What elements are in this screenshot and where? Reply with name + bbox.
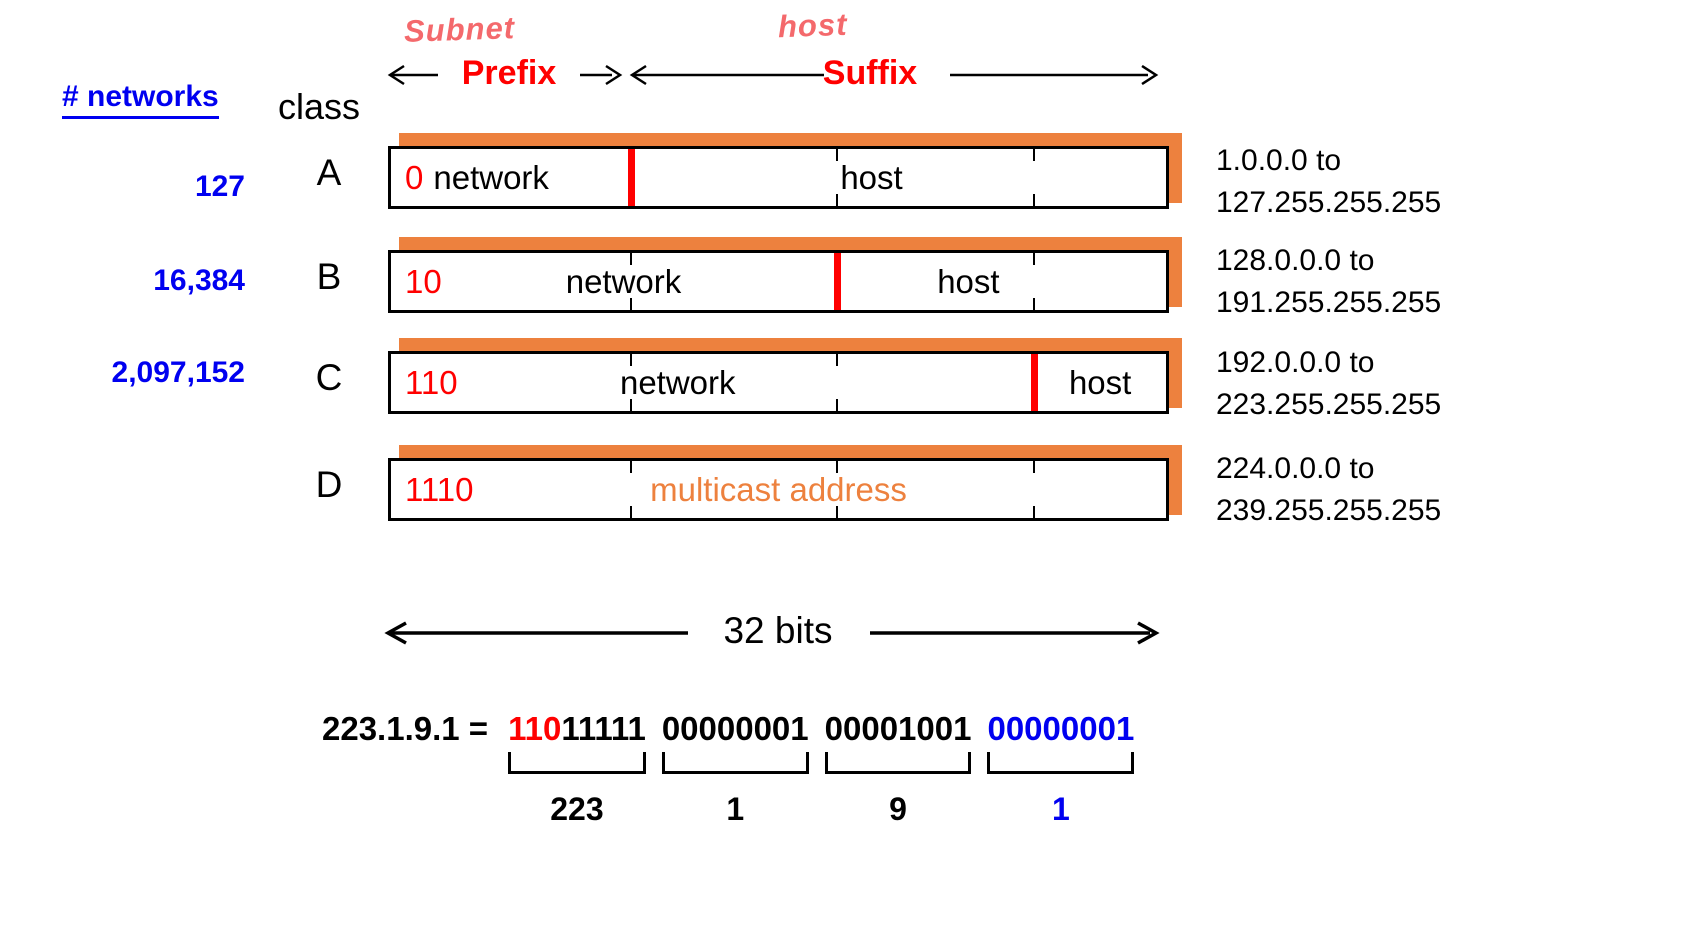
network-host-divider <box>628 149 636 206</box>
octet-bracket <box>661 752 809 774</box>
octet-boundary-tick <box>630 253 633 310</box>
class-b-network-count: 16,384 <box>153 264 245 297</box>
class-c-ip-range: 192.0.0.0 to 223.255.255.255 <box>1216 342 1441 426</box>
network-host-divider <box>1031 354 1039 411</box>
octet-bracket <box>987 752 1135 774</box>
class-b-letter: B <box>316 256 342 297</box>
octet-value-1: 223 <box>550 791 604 827</box>
octet-group-2: 00000001 1 <box>661 710 809 828</box>
class-a-ip-range: 1.0.0.0 to 127.255.255.255 <box>1216 140 1441 224</box>
network-host-divider <box>833 253 841 310</box>
octet-bits-2: 00000001 <box>661 710 809 747</box>
octet-bits-4: 00000001 <box>987 710 1135 747</box>
class-c-host-label: host <box>1068 363 1132 401</box>
octet-boundary-tick <box>630 461 633 518</box>
binary-equation: 223.1.9.1 = 11011111 223 00000001 1 0000… <box>322 710 1135 828</box>
subnet-handwritten-note: Subnet <box>403 10 516 49</box>
class-d-prefix-wrap: 1110 <box>405 461 474 518</box>
class-a-prefix-bits: 0 <box>405 158 424 196</box>
class-d-multicast-label: multicast address <box>650 470 907 508</box>
octet-value-4: 1 <box>1051 791 1070 827</box>
class-c-letter: C <box>315 357 343 398</box>
orange-accent-right <box>1169 237 1182 307</box>
orange-accent-top <box>399 445 1182 458</box>
class-b-network-label: network <box>565 262 682 300</box>
octet-boundary-tick <box>1033 149 1036 206</box>
octet-boundary-tick <box>630 354 633 411</box>
class-b-box: 10 network host <box>388 237 1182 313</box>
class-c-prefix-bits: 110 <box>405 363 458 401</box>
class-a-network-label: network <box>433 158 549 196</box>
octet-bits-3: 00001001 <box>824 710 972 747</box>
range-to: 239.255.255.255 <box>1216 494 1442 527</box>
range-from: 224.0.0.0 to <box>1216 452 1375 485</box>
octet-boundary-tick <box>835 354 838 411</box>
class-d-letter: D <box>315 464 343 505</box>
octet-value-2: 1 <box>726 791 745 827</box>
class-a-letter: A <box>316 152 342 193</box>
range-to: 127.255.255.255 <box>1216 186 1442 219</box>
octet-group-3: 00001001 9 <box>824 710 972 828</box>
range-from: 128.0.0.0 to <box>1216 244 1375 277</box>
class-b-ip-range: 128.0.0.0 to 191.255.255.255 <box>1216 240 1441 324</box>
32-bits-label: 32 bits <box>723 610 833 651</box>
range-from: 1.0.0.0 to <box>1216 144 1342 177</box>
class-c-box: 110 network host <box>388 338 1182 414</box>
octet-boundary-tick <box>1033 253 1036 310</box>
class-b-prefix-wrap: 10 <box>405 253 442 310</box>
host-handwritten-note: host <box>777 6 849 45</box>
suffix-label: Suffix <box>822 54 918 92</box>
class-d-prefix-bits: 1110 <box>405 470 474 508</box>
orange-accent-right <box>1169 445 1182 515</box>
range-to: 191.255.255.255 <box>1216 286 1442 319</box>
range-from: 192.0.0.0 to <box>1216 346 1375 379</box>
networks-header-label: # networks <box>62 80 219 119</box>
orange-accent-top <box>399 338 1182 351</box>
class-d-box: 1110 multicast address <box>388 445 1182 521</box>
octet-group-4: 00000001 1 <box>987 710 1135 828</box>
prefix-label: Prefix <box>461 54 557 92</box>
octet-rest-bits: 11111 <box>561 710 646 747</box>
class-d-ip-range: 224.0.0.0 to 239.255.255.255 <box>1216 448 1441 532</box>
orange-accent-top <box>399 237 1182 250</box>
class-b-prefix-bits: 10 <box>405 262 442 300</box>
octet-boundary-tick <box>835 149 838 206</box>
class-a-box: 0 network host <box>388 133 1182 209</box>
class-a-network-count: 127 <box>194 170 245 203</box>
class-c-network-label: network <box>619 363 736 401</box>
orange-accent-top <box>399 133 1182 146</box>
class-a-prefix-and-network: 0 network <box>405 149 549 206</box>
range-to: 223.255.255.255 <box>1216 388 1442 421</box>
octet-bracket <box>824 752 972 774</box>
orange-accent-right <box>1169 338 1182 408</box>
octet-value-3: 9 <box>889 791 907 827</box>
class-c-network-count: 2,097,152 <box>111 356 245 389</box>
octet-boundary-tick <box>1033 461 1036 518</box>
octet-bits-1: 11011111 <box>508 710 646 748</box>
octet-bracket <box>508 752 646 774</box>
class-b-host-label: host <box>937 262 1000 300</box>
orange-accent-right <box>1169 133 1182 203</box>
octet-boundary-tick <box>835 461 838 518</box>
class-prefix-bits: 110 <box>508 710 562 747</box>
octet-group-1: 11011111 223 <box>508 710 646 828</box>
class-header-label: class <box>278 86 361 127</box>
class-a-host-label: host <box>840 158 903 196</box>
class-c-prefix-wrap: 110 <box>405 354 458 411</box>
equation-label: 223.1.9.1 = <box>322 710 489 747</box>
